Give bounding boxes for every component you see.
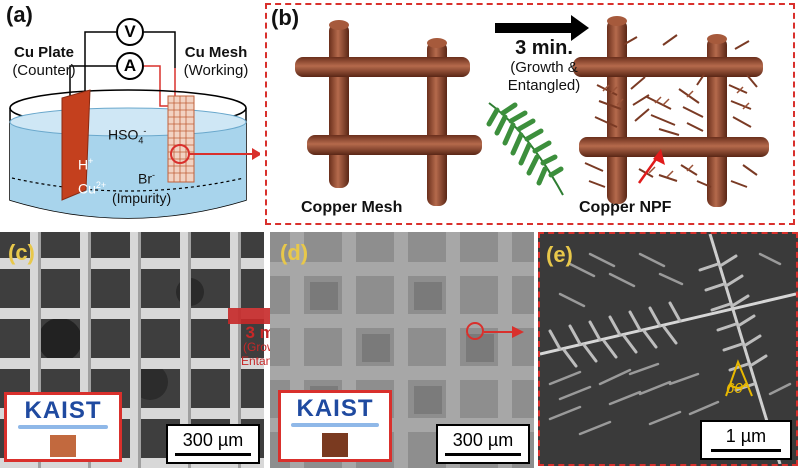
ion-h: H+ [78,156,93,173]
ion-hso4-text: HSO [108,126,139,143]
ion-cu-text: Cu [78,180,96,197]
cu-mesh-role: (Working) [183,62,249,79]
scale-bar-c-line [175,453,251,456]
cu-plate-role: (Counter) [12,62,76,79]
ion-h-sup: + [88,156,94,166]
angle-marker-icon [725,359,753,397]
ion-hso4-sup: - [143,126,147,136]
copper-mesh-model [295,20,482,206]
ion-hso4-sub: 4 [138,135,144,146]
ion-cu-sup: 2+ [95,180,107,190]
panel-b-process-text: 3 min. (Growth & Entangled) [489,37,599,95]
panel-d-label: (d) [280,240,309,265]
scale-bar-c: 300 µm [166,424,260,464]
ion-hso4: HSO4- [108,126,146,145]
cu-plate-caption: Cu Plate (Counter) [4,44,84,80]
scale-bar-d: 300 µm [436,424,530,464]
copper-npf-model [573,16,769,207]
scale-bar-d-line [445,453,521,456]
ion-br-text: Br [138,170,152,187]
kaist-logo-swoosh-icon [291,423,379,427]
cu-mesh-electrode [167,95,195,183]
copper-npf-sample-swatch [322,433,348,457]
ion-cu: Cu2+ [78,180,106,197]
kaist-logo: KAIST [296,395,374,422]
kaist-sample-photo-d: KAIST [278,390,392,462]
fern-leaf-icon [486,102,564,196]
zoom-circle-d [466,322,484,340]
panel-d: (d) KAIST 300 µm [270,232,534,468]
ion-br-sup: - [152,170,155,180]
panel-a-label: (a) [6,2,33,27]
mesh-growth-illustration [295,15,769,207]
panel-b-time: 3 min. [515,37,573,59]
cu-mesh-caption: Cu Mesh (Working) [176,44,256,80]
panel-a: (a) V A Cu Plate (Counter) Cu Mesh (Work… [0,0,260,230]
panel-e: (e) 60° 1 µm [538,232,798,466]
angle-label: 60° [726,380,749,397]
copper-sample-swatch [50,435,76,457]
voltmeter-label: V [124,22,136,41]
panel-b-label: (b) [271,5,300,30]
scale-bar-e-line [711,449,781,452]
ion-br: Br- [138,170,155,187]
scale-bar-d-text: 300 µm [452,430,514,450]
copper-mesh-caption: Copper Mesh [301,199,403,216]
scale-bar-c-text: 300 µm [182,430,244,450]
zoom-pointer-arrow [484,326,524,338]
cu-mesh-title: Cu Mesh [184,44,248,61]
panel-e-label: (e) [546,242,573,267]
voltmeter-icon: V [116,18,144,46]
scale-bar-e: 1 µm [700,420,792,460]
copper-npf-caption: Copper NPF [579,199,672,216]
impurity-label: (Impurity) [112,190,172,206]
panel-c: (c) KAIST 300 µm [0,232,264,468]
scale-bar-e-text: 1 µm [725,426,767,446]
kaist-logo: KAIST [24,397,102,424]
panel-b-process-line2: Entangled) [507,77,581,94]
ammeter-icon: A [116,52,144,80]
kaist-sample-photo-c: KAIST [4,392,122,462]
kaist-logo-swoosh-icon [18,425,108,429]
ammeter-label: A [123,56,137,75]
electrochemical-cell-diagram [9,31,260,219]
panel-b: (b) 3 min. (Growth & Entangled) Copper M… [265,3,795,225]
panel-b-process-line1: (Growth & [510,59,578,76]
panel-c-label: (c) [8,240,35,265]
cu-plate-title: Cu Plate [13,44,74,61]
ion-h-text: H [78,156,89,173]
